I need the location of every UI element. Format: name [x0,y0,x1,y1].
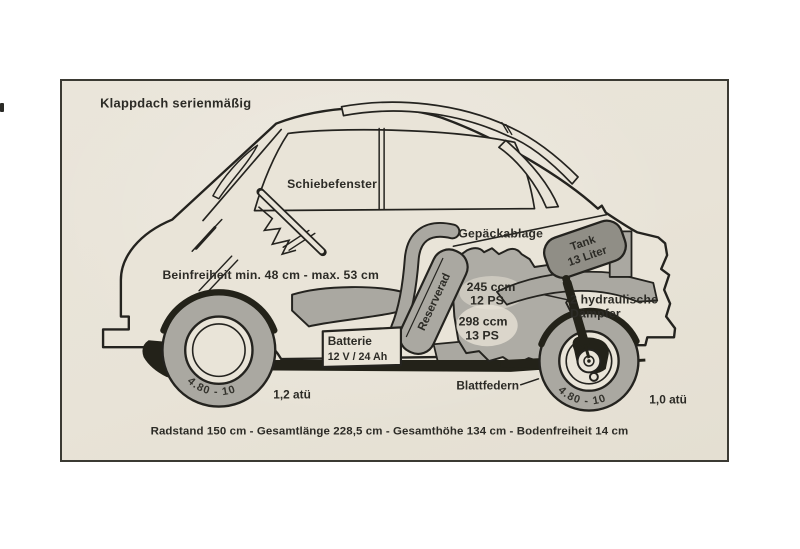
sliding-window-label: Schiebefenster [287,177,377,191]
rear-wheel-arch [538,307,640,348]
steering-column-core [259,190,324,254]
roof-note-label: Klappdach serienmäßig [100,96,251,111]
luggage-shelf-label: Gepäckablage [458,226,543,240]
fuel-tank: Tank 13 Liter [543,219,627,279]
front-wheel-rim [184,315,254,385]
battery-box [321,326,403,369]
battery-name-label: Batterie [328,334,373,348]
scan-frame: Tank 13 Liter Reserverad [60,79,729,462]
engine-small-power-label: 12 PS [470,294,504,308]
windshield-inner-line [202,128,283,222]
front-wheel-arch [160,289,278,334]
window-divider [378,127,385,211]
sunroof-divider [501,121,513,136]
leaf-springs-label: Blattfedern [456,379,519,393]
shock-absorber [562,278,590,349]
battery-spec-label: 12 V / 24 Ah [328,351,388,363]
wiper-blade [194,225,217,250]
dampers-label-line1: 2 hydraulische [570,293,658,307]
engine-large-power-label: 13 PS [465,328,499,342]
dampers-label-line2: Dämpfer [570,307,621,321]
engine-label-patch-large [456,304,518,347]
side-window [253,128,536,212]
legroom-label: Beinfreiheit min. 48 cm - max. 53 cm [162,268,379,282]
rear-hub-bolt [588,371,599,382]
intake-duct [496,270,659,306]
rear-tire-pressure-label: 1,0 atü [649,393,687,407]
shock-absorber-rod [583,343,591,359]
dampers-pointer-line [543,294,568,301]
sun-visor [212,144,259,200]
steering-linkage [257,206,297,256]
dimensions-label: Radstand 150 cm - Gesamtlänge 228,5 cm -… [151,425,629,437]
sunroof-band [340,101,579,185]
front-tire-pressure-label: 1,2 atü [273,388,311,402]
quarter-window [498,139,560,209]
rear-hub-dot [587,359,591,363]
car-diagram-svg: Tank 13 Liter Reserverad [100,96,687,438]
leaf-springs-pointer-line [519,378,540,386]
scan-edge-artifact [0,103,4,112]
engine-large-displacement-label: 298 ccm [459,314,508,328]
engine-small-displacement-label: 245 ccm [467,280,516,294]
seat-backrest [392,224,459,335]
front-wheel-hub-ring [191,323,246,378]
luggage-shelf-line [452,213,608,248]
dashboard-lines [198,229,316,296]
